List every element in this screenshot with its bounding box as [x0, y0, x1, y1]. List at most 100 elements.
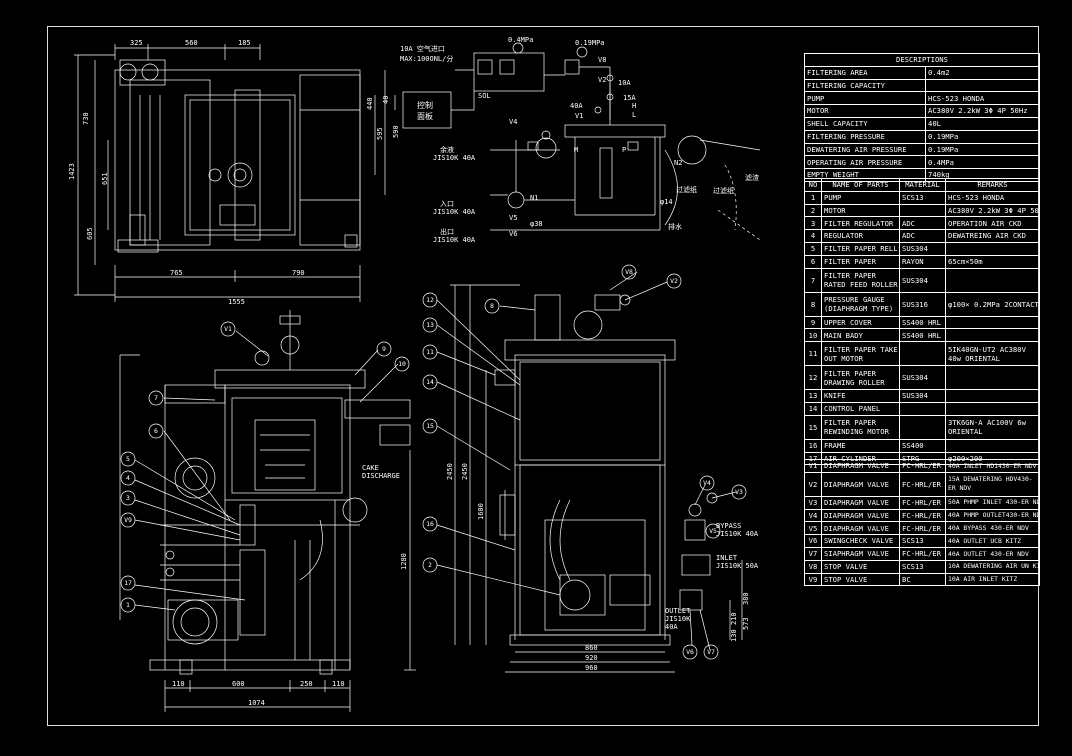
valve-remarks: 40A INLET HD1430-ER NDV — [945, 460, 1039, 472]
callout-13: 13 — [426, 321, 434, 329]
valve-tag-h: H — [632, 102, 636, 110]
valve-tag-phi38: φ38 — [530, 220, 543, 228]
parts-header-name: NAME OF PARTS — [821, 179, 899, 191]
part-no: 13 — [808, 391, 818, 401]
part-name: FILTER PAPER DRAWING ROLLER — [821, 366, 899, 390]
part-remarks — [945, 390, 1039, 402]
part-material: SUS304 — [899, 242, 945, 255]
valve-remarks: 40A PHMP OUTLET430-ER NDV — [945, 509, 1039, 522]
valve-tag-v8: V8 — [598, 56, 606, 64]
top-view-dims: 325 560 185 730 1423 605 440 595 590 651… — [68, 39, 400, 306]
descriptions-label: FILTERING CAPACITY — [807, 80, 885, 90]
part-remarks — [945, 316, 1039, 329]
part-no: 9 — [810, 317, 816, 327]
air-max-label: MAX:100ONL/分 — [400, 54, 453, 63]
pipe-label-5: JIS10K 40A — [433, 236, 476, 244]
dim-595: 595 — [376, 127, 384, 140]
part-remarks — [945, 329, 1039, 342]
paper-label-1: 过滤纸 — [676, 185, 697, 194]
parts-header-remarks: REMARKS — [945, 179, 1039, 191]
valve-name: DIAPHRAGM VALVE — [821, 496, 899, 509]
cake-label-1: CAKE — [362, 464, 379, 472]
callout-15: 15 — [426, 422, 434, 430]
part-material: SUS304 — [899, 268, 945, 292]
callout-17: 17 — [124, 579, 132, 587]
valve-tag-m: M — [574, 146, 578, 154]
callout-v4: V4 — [703, 479, 711, 487]
part-name: FILTER PAPER RATED FEED ROLLER — [821, 268, 899, 292]
dim-651: 651 — [101, 172, 109, 185]
part-material: RAYON — [899, 255, 945, 268]
valve-name: SWINGCHECK VALVE — [821, 535, 899, 547]
valve-material: FC-HRL/ER — [899, 472, 945, 496]
valve-no: V2 — [808, 479, 818, 489]
valve-remarks: 50A PHMP INLET 430-ER NDV — [945, 496, 1039, 509]
part-no: 1 — [810, 193, 816, 203]
descriptions-value: 0.4MPa — [925, 156, 1039, 169]
part-name: CONTROL PANEL — [821, 402, 899, 415]
control-box-label-2: 面板 — [417, 111, 433, 121]
side-callout-text: V8 V2 8 12 13 11 14 15 16 2 V4 V3 V5 V6 … — [426, 268, 743, 656]
part-material: SCS13 — [899, 191, 945, 204]
valve-tag-v6: V6 — [509, 230, 517, 238]
dim-960: 960 — [585, 664, 598, 672]
bypass-label: BYPASS — [716, 522, 741, 530]
part-remarks: DEWATREING AIR CKD — [945, 230, 1039, 242]
part-material: STPG — [899, 452, 945, 465]
valve-material: FC-HRL/ER — [899, 460, 945, 472]
descriptions-value: 0.4m2 — [925, 66, 1039, 79]
part-material: SS400 HRL — [899, 329, 945, 342]
callout-v8: V8 — [625, 268, 633, 276]
part-material — [899, 342, 945, 366]
valve-name: DIAPHRAGM VALVE — [821, 522, 899, 535]
valve-name: DIAPHRAGM VALVE — [821, 460, 899, 472]
valve-material: SCS13 — [899, 535, 945, 547]
part-no: 17 — [808, 453, 818, 463]
top-plan-view — [74, 44, 396, 302]
callout-8: 8 — [490, 302, 494, 310]
pipe-label-0: 余液 — [440, 145, 454, 154]
control-box-label-1: 控制 — [417, 100, 433, 110]
part-no: 14 — [808, 404, 818, 414]
outlet-label: OUTLET — [665, 607, 691, 615]
cake-label-2: DISCHARGE — [362, 472, 400, 480]
dim-440: 440 — [366, 97, 374, 110]
part-remarks: OPERATION AIR CKD — [945, 217, 1039, 230]
part-name: AIR CYLINDER — [821, 452, 899, 465]
gauge-019-label: 0.19MPa — [575, 39, 605, 47]
descriptions-row: FILTERING CAPACITY — [805, 78, 1039, 92]
front-view-labels: CAKE DISCHARGE 110 600 250 110 1074 1280 — [172, 464, 408, 707]
callout-2: 2 — [428, 561, 432, 569]
side-elevation-view — [436, 271, 743, 673]
valve-remarks: 40A OUTLET UCB KITZ — [945, 535, 1039, 547]
part-remarks: 65cm×50m — [945, 255, 1039, 268]
dim-2450a: 2450 — [446, 463, 454, 480]
callout-v9: V9 — [124, 516, 132, 524]
part-name: REGULATOR — [821, 230, 899, 242]
pipe-label-4: 出口 — [440, 227, 454, 236]
valve-tag-v2: V2 — [598, 76, 606, 84]
valve-tag-10a: 10A — [618, 79, 631, 87]
bypass-spec: JIS10K 40A — [716, 530, 759, 538]
part-material: SS400 — [899, 439, 945, 452]
valve-remarks: 40A OUTLET 430-ER NDV — [945, 547, 1039, 560]
part-material: SS400 HRL — [899, 316, 945, 329]
dim-110a: 110 — [172, 680, 185, 688]
parts-header-row: NO NAME OF PARTS MATERIAL REMARKS — [805, 179, 1039, 191]
valve-tag-phi14: φ14 — [660, 198, 673, 206]
part-material — [899, 204, 945, 217]
dim-573: 573 — [742, 617, 750, 630]
descriptions-title-row: DESCRIPTIONS — [805, 54, 1039, 66]
callout-5: 5 — [126, 455, 130, 463]
